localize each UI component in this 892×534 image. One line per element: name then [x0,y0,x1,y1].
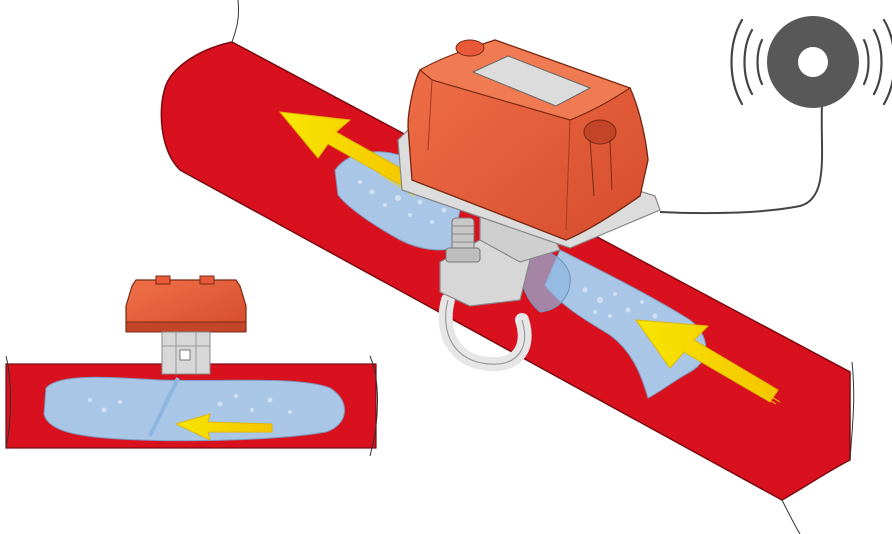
arrow-icon [634,319,779,403]
paddle-icon [148,377,180,437]
flow-switch-icon [407,39,649,241]
label-plate [471,55,592,107]
flow-arrow-lower [634,319,781,405]
alarm-cable [659,103,824,215]
inset-diagram [5,275,378,457]
u-bolt-icon [438,293,532,372]
arrow-icon [174,413,273,441]
alarm-bell-icon [730,16,892,108]
